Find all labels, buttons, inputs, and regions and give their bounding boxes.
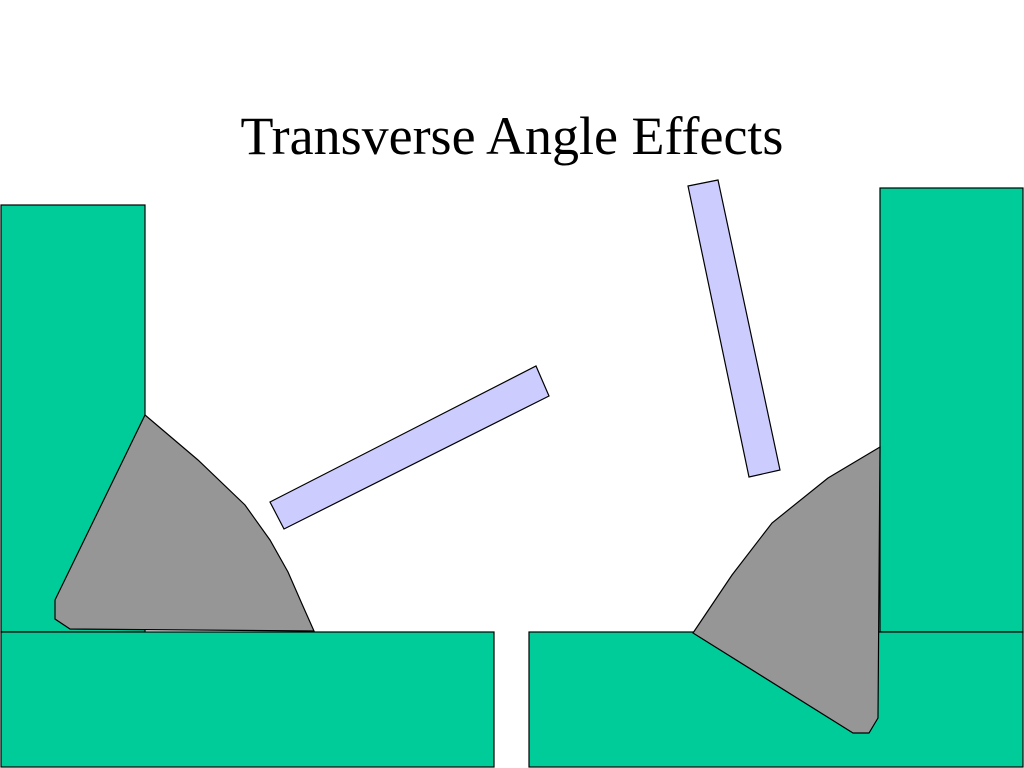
left-weld-bead	[54, 414, 315, 632]
right-joint	[528, 179, 1024, 768]
right-electrode	[687, 179, 781, 478]
left-base-plate	[0, 631, 495, 768]
slide-title: Transverse Angle Effects	[240, 106, 784, 166]
left-joint	[0, 204, 550, 768]
right-weld-bead	[692, 445, 881, 734]
left-electrode	[269, 365, 550, 530]
right-vertical-plate	[879, 187, 1024, 633]
